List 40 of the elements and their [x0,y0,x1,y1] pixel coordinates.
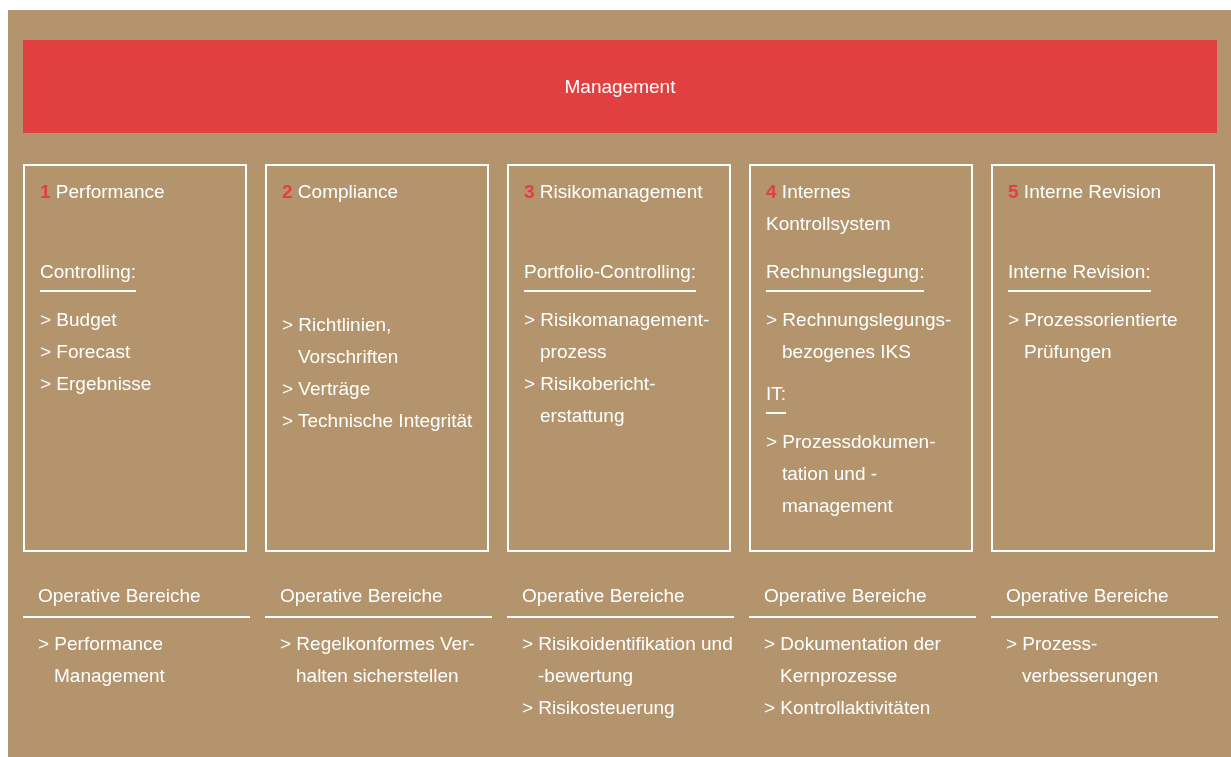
list-item: > Verträge [282,377,372,401]
list-item: > Ergebnisse [40,372,153,396]
list-item: > Prozess- verbesserungen [1006,632,1160,688]
list-item: > Risikosteuerung [522,696,676,720]
section-heading: Operative Bereiche [507,580,734,618]
section-heading: Operative Bereiche [749,580,976,618]
column-heading: 5 Interne Revision [1008,180,1163,204]
list-item: > Forecast [40,340,132,364]
column-box [23,164,247,552]
section-heading: Operative Bereiche [265,580,492,618]
column-box [991,164,1215,552]
list-item: > Risikoidentifikation und -bewertung [522,632,733,688]
list-item: > Rechnungslegungs- bezogenes IKS [766,308,953,364]
section-heading: Operative Bereiche [23,580,250,618]
column-heading: 2 Compliance [282,180,400,204]
subheading: Portfolio-Controlling: [524,256,697,292]
column-box [265,164,489,552]
column-box [507,164,731,552]
list-item: > Risikobericht- erstattung [524,372,657,428]
list-item: > Performance Management [38,632,166,688]
column-heading: 1 Performance [40,180,166,204]
subheading: Interne Revision: [1008,256,1151,292]
column-heading: 3 Risikomanagement [524,180,704,204]
subheading: Controlling: [40,256,137,292]
list-item: > Richtlinien, Vorschriften [282,313,400,369]
list-item: > Budget [40,308,118,332]
subheading: Rechnungslegung: [766,256,925,292]
column-box [749,164,973,552]
list-item: > Prozessdokumen- tation und -management [766,430,937,518]
list-item: > Prozessorientierte Prüfungen [1008,308,1179,364]
list-item: > Dokumentation der Kernprozesse [764,632,942,688]
column-heading: 4 Internes Kontrollsystem [766,180,892,236]
band-title: Management [564,75,676,98]
list-item: > Technische Integrität [282,409,474,433]
subheading: IT: [766,378,787,414]
header-band [23,40,1217,133]
section-heading: Operative Bereiche [991,580,1218,618]
list-item: > Regelkonformes Ver- halten sicherstellen [280,632,476,688]
list-item: > Risikomanagement- prozess [524,308,711,364]
list-item: > Kontrollaktivitäten [764,696,932,720]
